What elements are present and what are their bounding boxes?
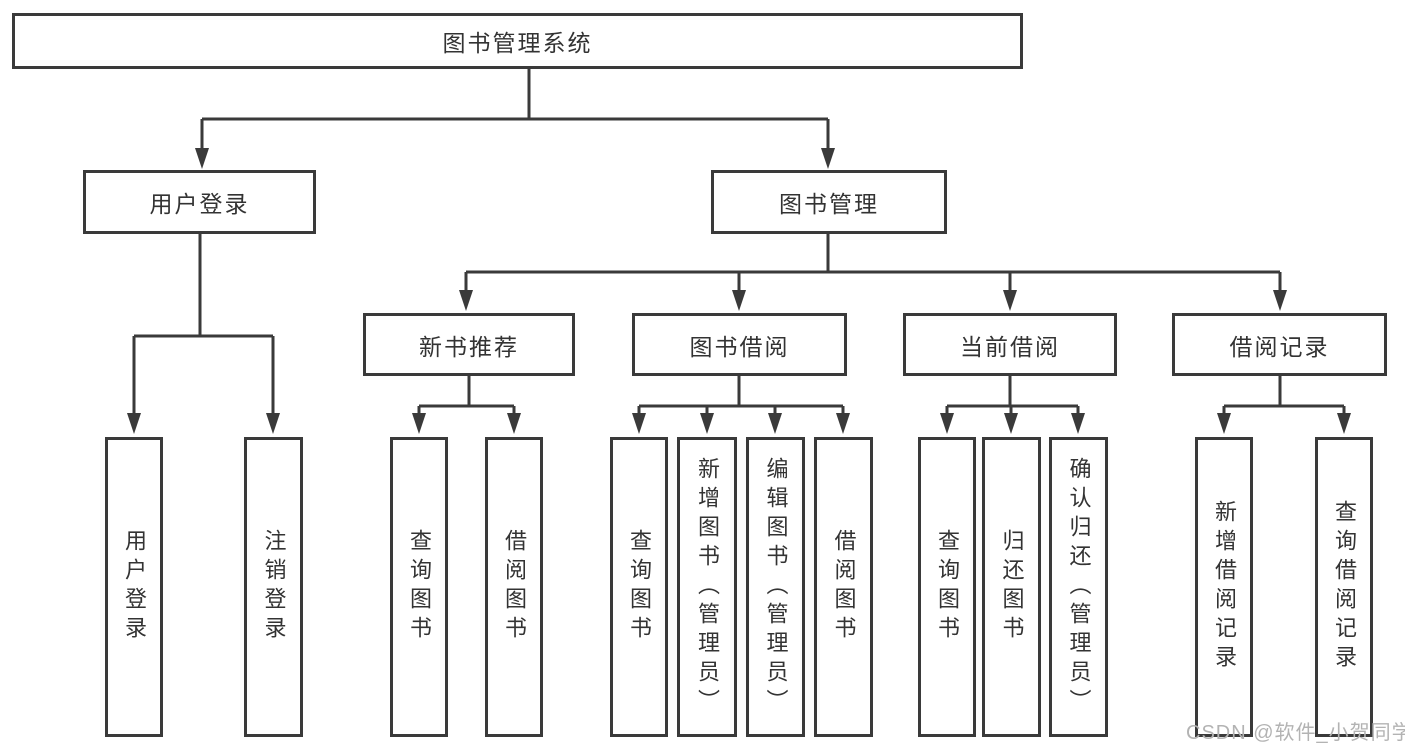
node-label: 用户登录 [122,529,147,645]
node-label: 新增借阅记录 [1212,500,1237,674]
leaf-query-borrow-record: 查询借阅记录 [1315,437,1373,737]
node-new-book-recommend: 新书推荐 [363,313,575,376]
connector-book-borrow-to-leaves [632,376,850,434]
node-label: 确认归还（管理员） [1066,456,1092,718]
node-label: 图书借阅 [689,333,790,360]
node-label: 注销登录 [261,529,287,645]
node-label: 图书管理 [779,191,879,217]
node-label: 查询图书 [627,529,652,645]
node-borrow-records: 借阅记录 [1172,313,1387,376]
node-label: 查询图书 [407,529,432,645]
leaf-query-books-borrow: 查询图书 [610,437,668,737]
leaf-return-book: 归还图书 [982,437,1041,737]
node-label: 借阅图书 [831,529,857,645]
leaf-add-book-admin: 新增图书（管理员） [677,437,737,737]
node-label: 新书推荐 [419,333,519,360]
node-label: 查询借阅记录 [1332,500,1357,674]
node-user-login: 用户登录 [83,170,316,234]
connector-new-book-recommend-to-leaves [412,376,521,434]
node-label: 新增图书（管理员） [695,456,720,718]
leaf-borrow-books: 借阅图书 [814,437,873,737]
node-root: 图书管理系统 [12,13,1023,69]
node-label: 借阅记录 [1229,333,1330,360]
leaf-query-books-recommend: 查询图书 [390,437,448,737]
node-label: 用户登录 [149,191,250,217]
node-book-management: 图书管理 [711,170,947,234]
node-label: 借阅图书 [502,529,527,645]
node-label: 编辑图书（管理员） [763,456,789,718]
leaf-logout: 注销登录 [244,437,303,737]
connector-current-borrow-to-leaves [940,376,1085,434]
node-book-borrow: 图书借阅 [632,313,847,376]
node-label: 图书管理系统 [442,30,593,56]
csdn-watermark: CSDN @软件_小贺同学 [1186,722,1405,744]
connector-book-management-to-level3 [459,234,1287,311]
leaf-add-borrow-record: 新增借阅记录 [1195,437,1253,737]
leaf-borrow-books-recommend: 借阅图书 [485,437,543,737]
connector-root-to-level2 [195,69,835,169]
node-label: 查询图书 [935,529,960,645]
leaf-confirm-return-admin: 确认归还（管理员） [1049,437,1108,737]
connector-borrow-records-to-leaves [1217,376,1351,434]
node-label: 归还图书 [999,529,1025,645]
leaf-query-books-current: 查询图书 [918,437,976,737]
leaf-edit-book-admin: 编辑图书（管理员） [746,437,805,737]
node-label: 当前借阅 [960,333,1060,360]
connector-user-login-to-leaves [127,234,280,434]
leaf-user-login: 用户登录 [105,437,163,737]
node-current-borrow: 当前借阅 [903,313,1117,376]
